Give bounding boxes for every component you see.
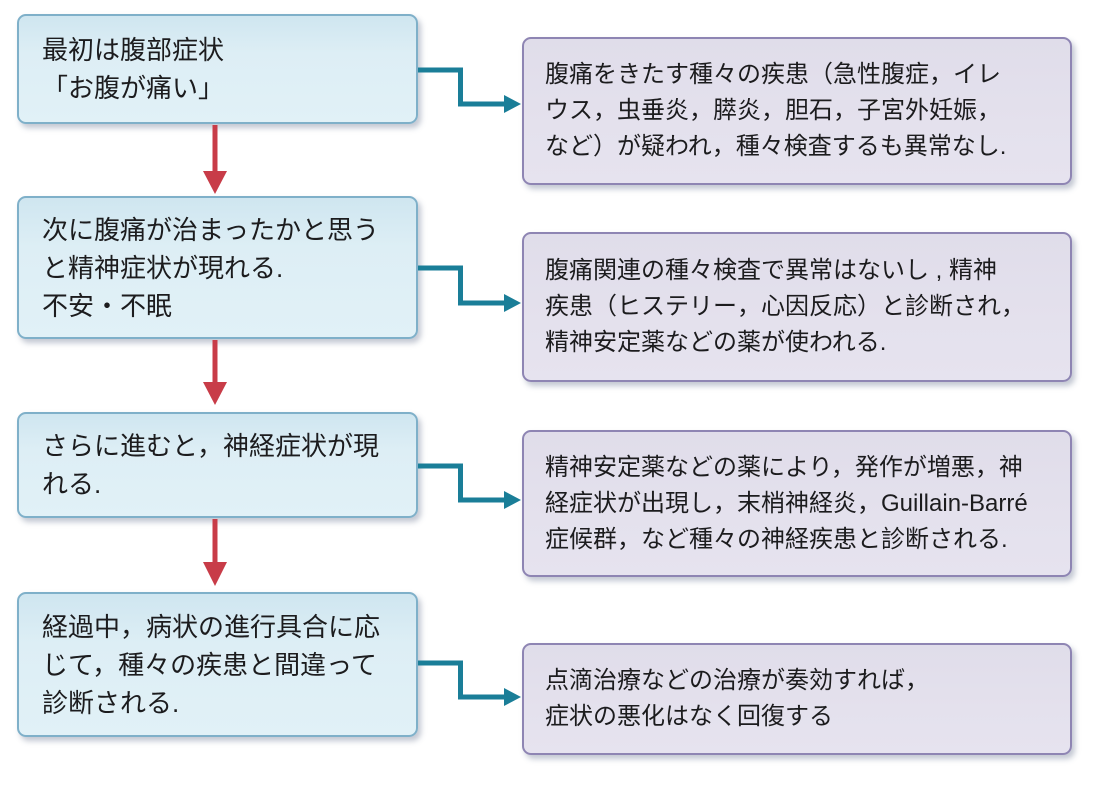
- connector-arrow-2-line: [418, 265, 506, 306]
- detail-box-4: 点滴治療などの治療が奏効すれば， 症状の悪化はなく回復する: [522, 643, 1072, 755]
- stage-box-4: 経過中，病状の進行具合に応 じて，種々の疾患と間違って 診断される.: [17, 592, 418, 737]
- detail-text-3: 精神安定薬などの薬により，発作が増悪，神 経症状が出現し，末梢神経炎，Guill…: [545, 453, 1028, 553]
- stage-box-2: 次に腹痛が治まったかと思う と精神症状が現れる. 不安・不眠: [17, 196, 418, 339]
- detail-text-2: 腹痛関連の種々検査で異常はないし , 精神 疾患（ヒステリー，心因反応）と診断さ…: [545, 257, 1025, 356]
- down-arrow-2-head: [203, 382, 227, 405]
- connector-arrow-1: [418, 67, 521, 113]
- down-arrow-2: [203, 340, 227, 405]
- down-arrow-1: [203, 125, 227, 194]
- detail-box-1: 腹痛をきたす種々の疾患（急性腹症，イレ ウス，虫垂炎，膵炎，胆石，子宮外妊娠， …: [522, 37, 1072, 185]
- detail-box-2: 腹痛関連の種々検査で異常はないし , 精神 疾患（ヒステリー，心因反応）と診断さ…: [522, 232, 1072, 382]
- connector-arrow-2-head: [504, 294, 521, 312]
- stage-text-3: さらに進むと，神経症状が現 れる.: [42, 431, 379, 499]
- detail-text-4: 点滴治療などの治療が奏効すれば， 症状の悪化はなく回復する: [545, 667, 929, 730]
- stage-text-4: 経過中，病状の進行具合に応 じて，種々の疾患と間違って 診断される.: [42, 611, 381, 718]
- connector-arrow-3-line: [418, 463, 506, 503]
- stage-text-2: 次に腹痛が治まったかと思う と精神症状が現れる. 不安・不眠: [42, 214, 379, 321]
- down-arrow-3-head: [203, 562, 227, 586]
- connector-arrow-4: [418, 660, 521, 706]
- down-arrow-1-head: [203, 171, 227, 194]
- stage-box-3: さらに進むと，神経症状が現 れる.: [17, 412, 418, 518]
- detail-text-1: 腹痛をきたす種々の疾患（急性腹症，イレ ウス，虫垂炎，膵炎，胆石，子宮外妊娠， …: [545, 61, 1007, 160]
- connector-arrow-3-head: [504, 491, 521, 509]
- connector-arrow-3: [418, 463, 521, 509]
- stage-text-1: 最初は腹部症状 「お腹が痛い」: [42, 35, 225, 103]
- connector-arrow-2: [418, 265, 521, 312]
- down-arrow-3: [203, 519, 227, 586]
- connector-arrow-1-line: [418, 67, 506, 107]
- connector-arrow-4-head: [504, 688, 521, 706]
- connector-arrow-1-head: [504, 95, 521, 113]
- detail-box-3: 精神安定薬などの薬により，発作が増悪，神 経症状が出現し，末梢神経炎，Guill…: [522, 430, 1072, 577]
- stage-box-1: 最初は腹部症状 「お腹が痛い」: [17, 14, 418, 124]
- connector-arrow-4-line: [418, 660, 506, 700]
